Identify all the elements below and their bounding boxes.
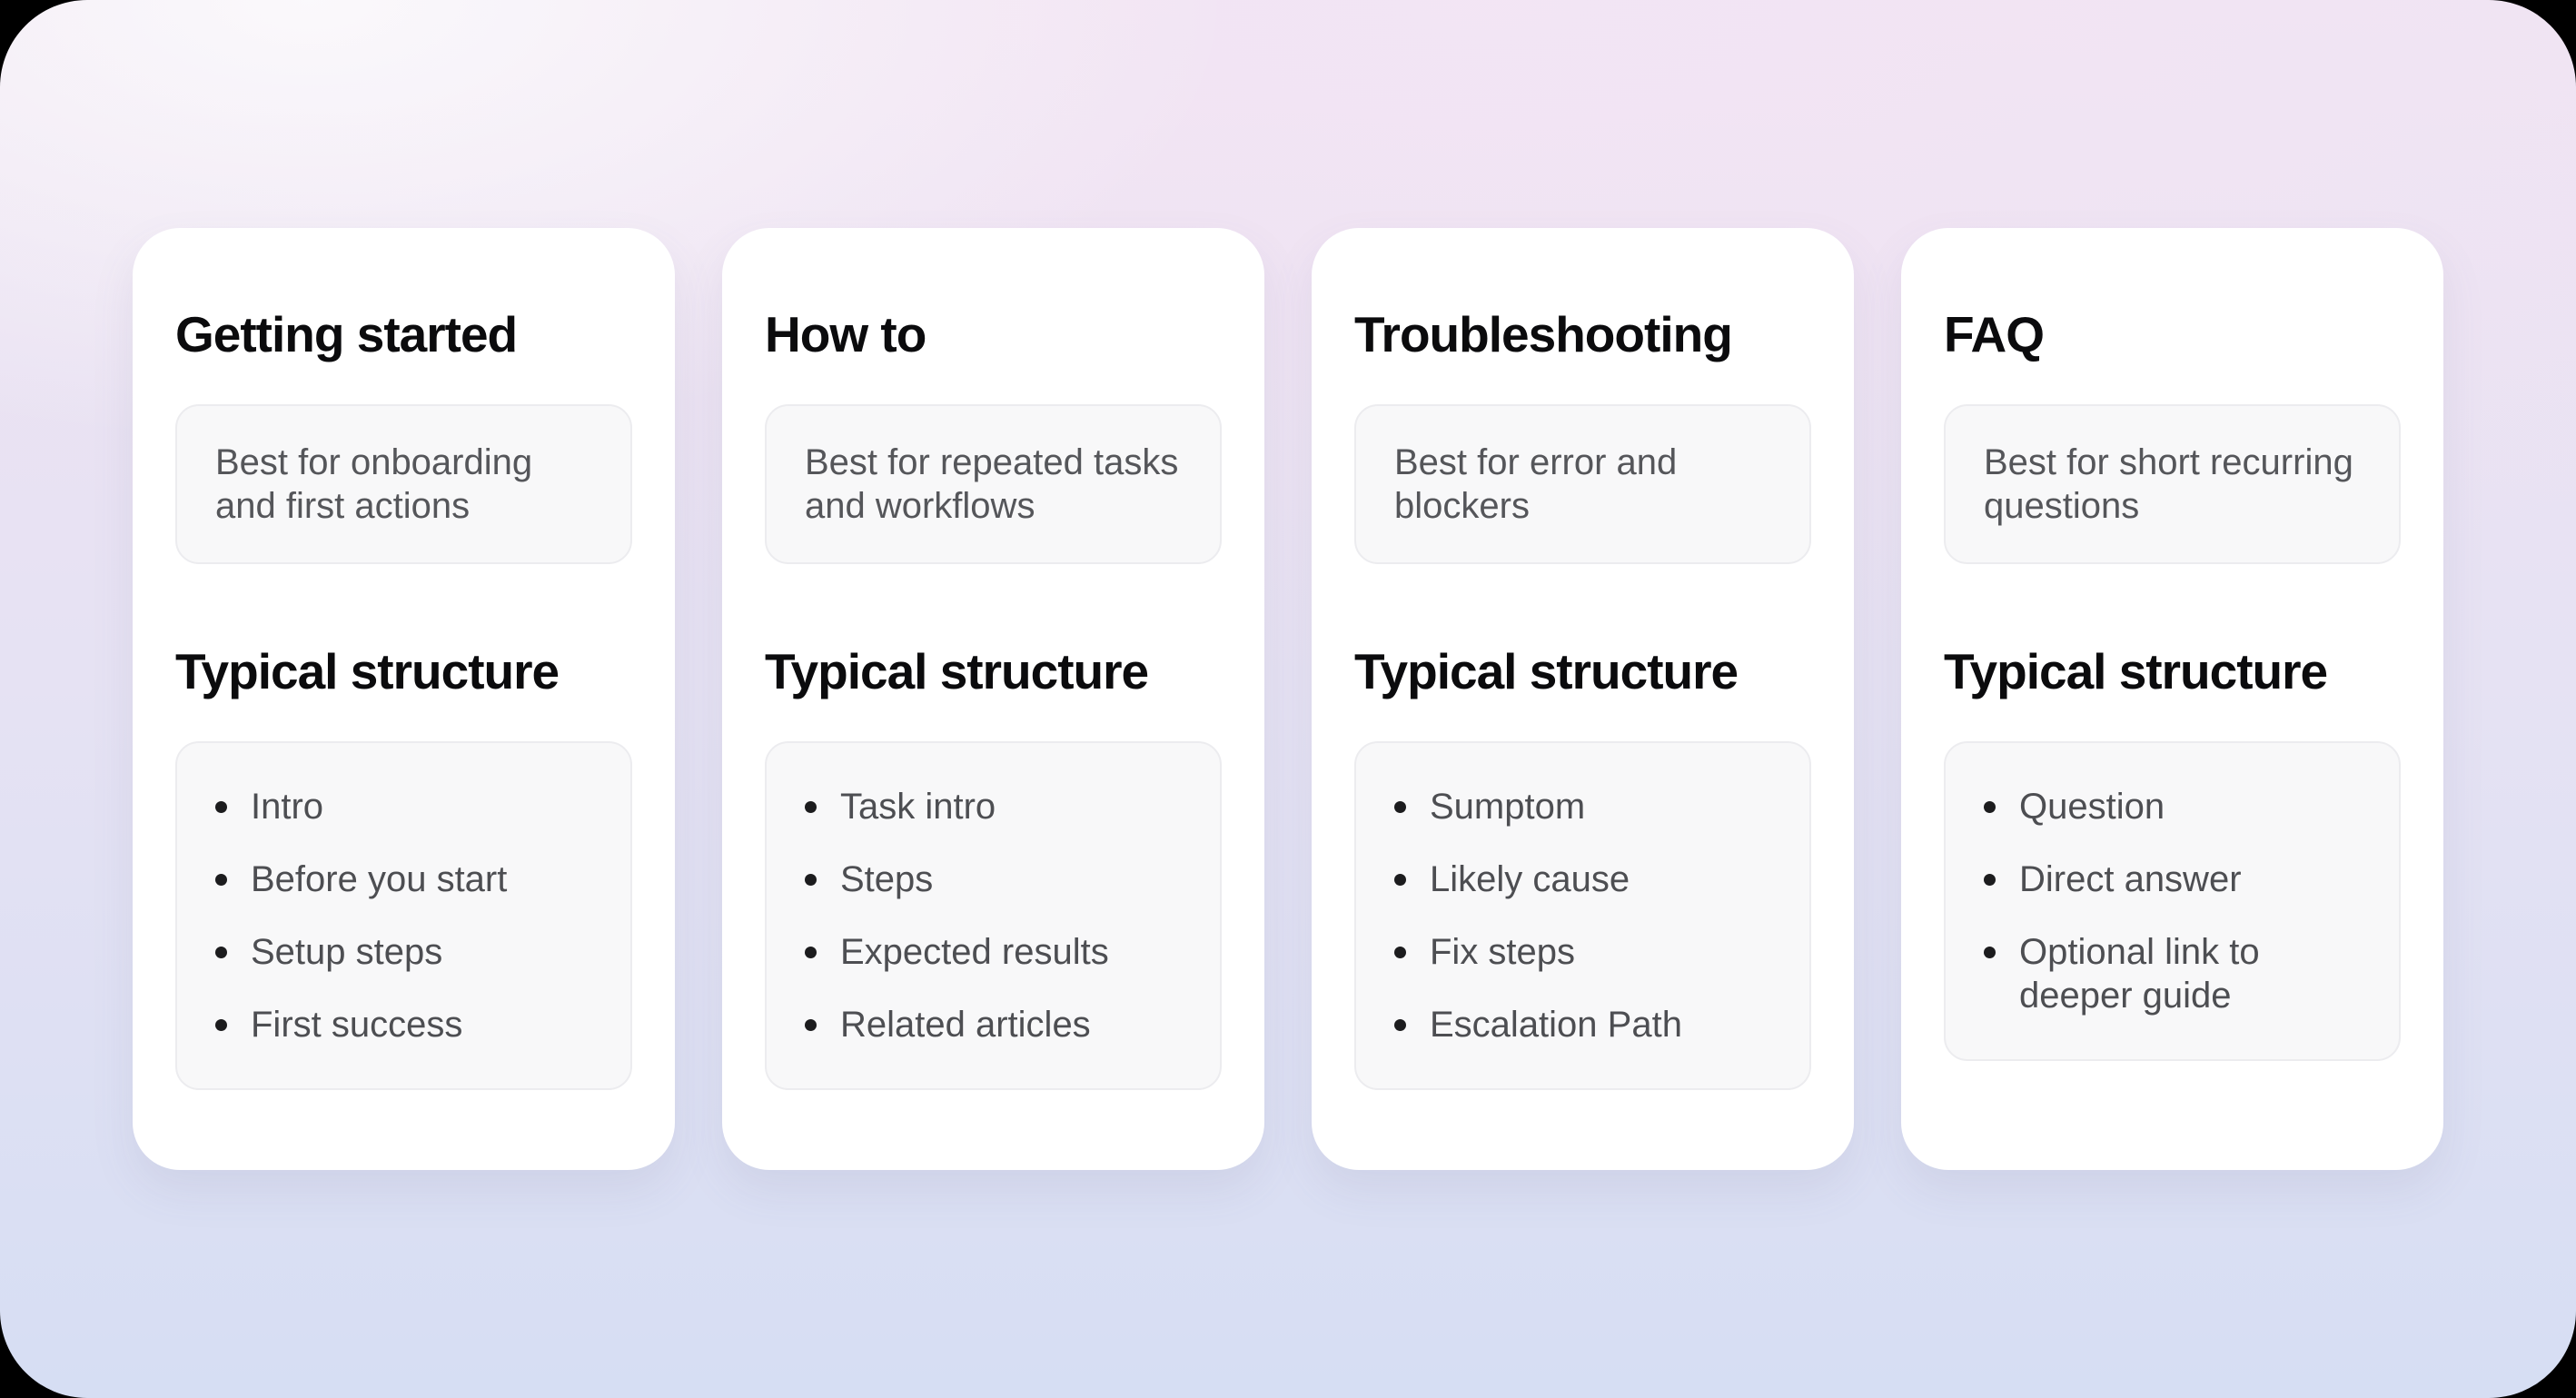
list-item: Related articles (796, 1003, 1191, 1046)
card-title: Getting started (175, 306, 518, 362)
doc-type-card: Troubleshooting Best for error and block… (1312, 228, 1854, 1170)
list-item-label: Expected results (840, 932, 1109, 972)
bullet-icon (805, 874, 817, 886)
best-for-text: Best for error and blockers (1394, 442, 1678, 526)
structure-list-box: Task intro Steps Expected results Relate… (765, 741, 1222, 1090)
section-heading: Typical structure (1944, 643, 2328, 699)
best-for-text: Best for onboarding and first actions (215, 442, 533, 526)
list-item-label: Direct answer (2019, 859, 2242, 899)
list-item: Before you start (206, 858, 601, 901)
card-title: How to (765, 306, 926, 362)
list-item-label: Setup steps (251, 932, 443, 972)
list-item: Expected results (796, 930, 1191, 974)
structure-list: Intro Before you start Setup steps First… (206, 785, 601, 1046)
bullet-icon (1984, 874, 1996, 886)
list-item: Question (1975, 785, 2370, 828)
bullet-icon (1984, 801, 1996, 813)
bullet-icon (1394, 1019, 1406, 1031)
bullet-icon (1984, 947, 1996, 958)
list-item: Intro (206, 785, 601, 828)
list-item: Optional link to deeper guide (1975, 930, 2370, 1017)
list-item: Steps (796, 858, 1191, 901)
bullet-icon (805, 1019, 817, 1031)
bullet-icon (1394, 874, 1406, 886)
cards-row: Getting started Best for onboarding and … (133, 228, 2443, 1170)
card-title: FAQ (1944, 306, 2045, 362)
best-for-box: Best for repeated tasks and workflows (765, 404, 1222, 564)
list-item-label: Question (2019, 787, 2165, 827)
list-item-label: First success (251, 1005, 463, 1045)
list-item-label: Related articles (840, 1005, 1091, 1045)
list-item: Task intro (796, 785, 1191, 828)
list-item-label: Sumptom (1430, 787, 1586, 827)
section-heading: Typical structure (175, 643, 560, 699)
structure-list: Question Direct answer Optional link to … (1975, 785, 2370, 1017)
section-heading: Typical structure (765, 643, 1149, 699)
best-for-text: Best for repeated tasks and workflows (805, 442, 1179, 526)
doc-type-card: How to Best for repeated tasks and workf… (722, 228, 1264, 1170)
list-item-label: Likely cause (1430, 859, 1630, 899)
structure-list-box: Question Direct answer Optional link to … (1944, 741, 2401, 1061)
bullet-icon (215, 947, 227, 958)
card-title: Troubleshooting (1354, 306, 1733, 362)
list-item: Sumptom (1385, 785, 1780, 828)
bullet-icon (1394, 801, 1406, 813)
structure-list-box: Intro Before you start Setup steps First… (175, 741, 632, 1090)
list-item-label: Task intro (840, 787, 996, 827)
list-item-label: Optional link to deeper guide (2019, 932, 2260, 1016)
list-item-label: Fix steps (1430, 932, 1576, 972)
list-item: Setup steps (206, 930, 601, 974)
bullet-icon (1394, 947, 1406, 958)
structure-list: Sumptom Likely cause Fix steps Escalatio… (1385, 785, 1780, 1046)
list-item: First success (206, 1003, 601, 1046)
doc-type-card: Getting started Best for onboarding and … (133, 228, 675, 1170)
list-item-label: Escalation Path (1430, 1005, 1682, 1045)
best-for-box: Best for error and blockers (1354, 404, 1811, 564)
bullet-icon (215, 801, 227, 813)
bullet-icon (805, 801, 817, 813)
bullet-icon (805, 947, 817, 958)
list-item: Fix steps (1385, 930, 1780, 974)
list-item-label: Intro (251, 787, 324, 827)
structure-list-box: Sumptom Likely cause Fix steps Escalatio… (1354, 741, 1811, 1090)
section-heading: Typical structure (1354, 643, 1739, 699)
list-item-label: Before you start (251, 859, 508, 899)
list-item: Direct answer (1975, 858, 2370, 901)
bullet-icon (215, 1019, 227, 1031)
best-for-text: Best for short recurring questions (1984, 442, 2353, 526)
doc-type-card: FAQ Best for short recurring questions T… (1901, 228, 2443, 1170)
list-item: Escalation Path (1385, 1003, 1780, 1046)
bullet-icon (215, 874, 227, 886)
list-item: Likely cause (1385, 858, 1780, 901)
list-item-label: Steps (840, 859, 934, 899)
structure-list: Task intro Steps Expected results Relate… (796, 785, 1191, 1046)
best-for-box: Best for onboarding and first actions (175, 404, 632, 564)
best-for-box: Best for short recurring questions (1944, 404, 2401, 564)
